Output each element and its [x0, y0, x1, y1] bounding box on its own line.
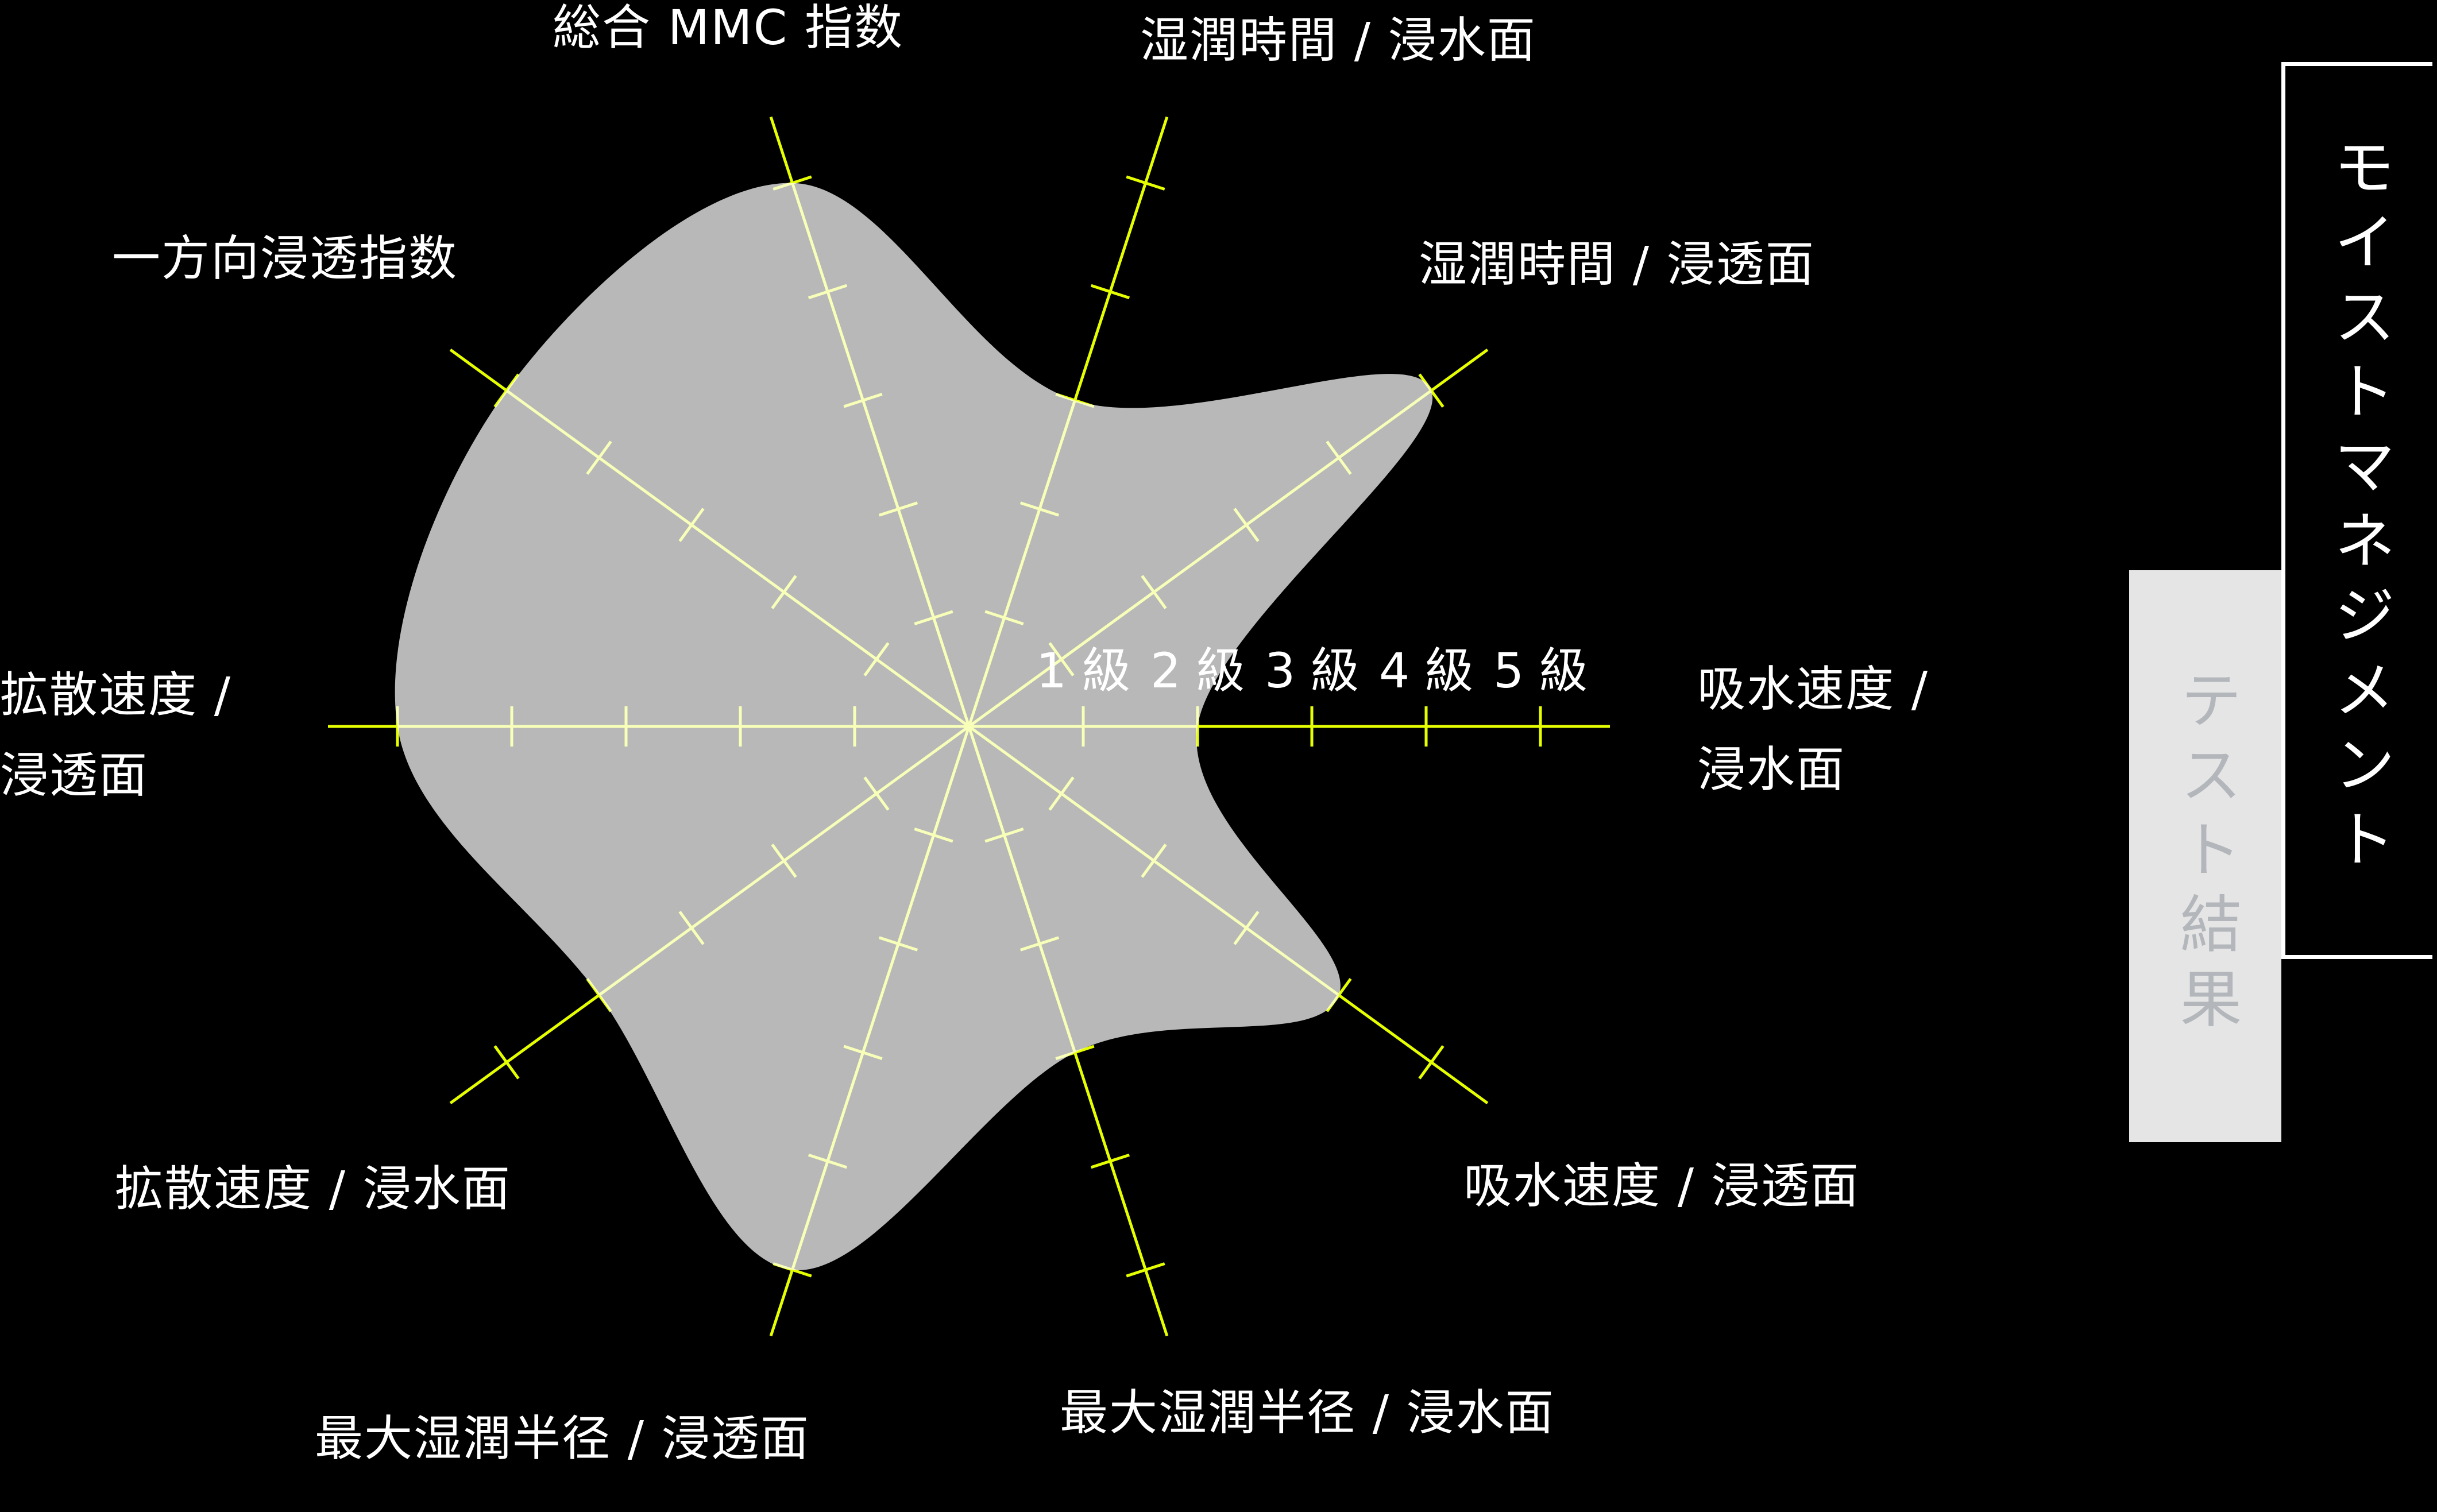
- axis-label: 一方向浸透指数: [112, 230, 458, 287]
- tab-moist-management-label: モイストマネジメント: [2323, 135, 2395, 881]
- axis-label: 最大湿潤半径 / 浸透面: [315, 1410, 810, 1467]
- scale-label: 5 級: [1493, 643, 1588, 699]
- tab-moist-management[interactable]: モイストマネジメント: [2281, 62, 2432, 959]
- scale-label: 4 級: [1379, 643, 1473, 699]
- axis-label: 湿潤時間 / 浸透面: [1419, 236, 1815, 292]
- tab-test-results[interactable]: テスト結果: [2129, 570, 2281, 1142]
- axis-tick: [1126, 1262, 1165, 1278]
- axis-label: 吸水速度 / 浸透面: [1463, 1158, 1860, 1214]
- axis-label: 総合 MMC 指数: [553, 0, 904, 56]
- axis-label: 拡散速度 / 浸水面: [115, 1161, 511, 1217]
- axis-tick: [1090, 1153, 1130, 1169]
- data-area: [395, 183, 1433, 1270]
- tab-test-results-label: テスト結果: [2169, 668, 2242, 1041]
- axis-label: 最大湿潤半径 / 浸水面: [1060, 1385, 1555, 1441]
- axis-tick: [1418, 1045, 1445, 1080]
- axis-label: 湿潤時間 / 浸水面: [1140, 12, 1536, 68]
- axis-label: 拡散速度 /浸透面: [0, 667, 232, 803]
- scale-label: 3 級: [1265, 643, 1359, 699]
- axis-tick: [493, 1045, 520, 1080]
- axis-tick: [1090, 284, 1130, 300]
- axis-label: 吸水速度 /浸水面: [1697, 661, 1929, 798]
- axis-tick: [1126, 175, 1165, 191]
